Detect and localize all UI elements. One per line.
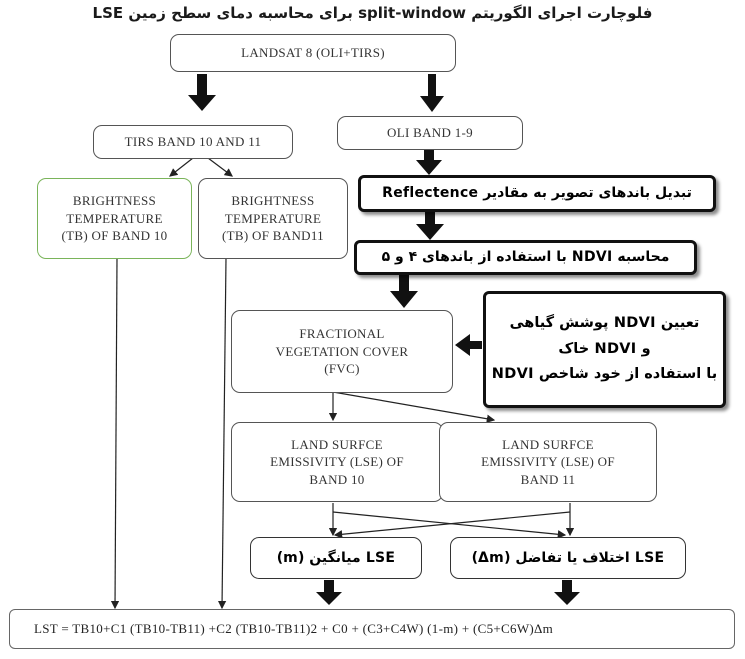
block-arrow-desc-fvc <box>455 334 482 356</box>
ndvi-desc-line2: و NDVI خاک <box>558 340 651 357</box>
reflectance-label: تبدیل باندهای تصویر به مقادیر Reflectenc… <box>382 185 692 202</box>
block-arrow-oli-reflect <box>416 150 442 175</box>
arrow-lse11-mean-b <box>333 511 571 539</box>
lse-diff-label: LSE اختلاف یا تفاضل (Δm) <box>471 549 665 566</box>
bt10-line1: BRIGHTNESS <box>72 193 157 209</box>
lse10-box: LAND SURFCE EMISSIVITY (LSE) OF BAND 10 <box>231 422 443 502</box>
lse11-line3: BAND 11 <box>520 471 576 487</box>
lse10-line2: EMISSIVITY (LSE) OF <box>270 454 404 470</box>
block-arrow-ndvi-fvc <box>390 275 418 308</box>
bt10-line2: TEMPERATURE <box>66 210 163 226</box>
lse-mean-label: LSE میانگین (m) <box>276 549 396 566</box>
block-arrow-left <box>188 74 216 111</box>
bt10-line3: (TB) OF BAND 10 <box>61 228 168 244</box>
fvc-line1: FRACTIONAL <box>299 326 385 342</box>
lse10-line1: LAND SURFCE <box>291 436 383 452</box>
arrow-tirs-bt11 <box>207 157 233 177</box>
ndvi-desc-line1: تعیین NDVI پوشش گیاهی <box>509 315 700 332</box>
ndvi-desc-box: تعیین NDVI پوشش گیاهی و NDVI خاک با استف… <box>483 291 726 408</box>
arrow-bt11-lst <box>217 257 227 610</box>
bt11-line2: TEMPERATURE <box>224 210 322 226</box>
landsat-box: LANDSAT 8 (OLI+TIRS) <box>170 34 456 72</box>
reflectance-box: تبدیل باندهای تصویر به مقادیر Reflectenc… <box>358 175 716 212</box>
tirs-box: TIRS BAND 10 AND 11 <box>93 125 293 159</box>
lse10-line3: BAND 10 <box>309 471 365 487</box>
block-arrow-diff-lst <box>554 580 580 605</box>
landsat-label: LANDSAT 8 (OLI+TIRS) <box>241 45 385 61</box>
ndvi-calc-box: محاسبه NDVI با استفاده از باندهای ۴ و ۵ <box>354 240 697 275</box>
lst-formula: LST = TB10+C1 (TB10-TB11) +C2 (TB10-TB11… <box>34 621 554 637</box>
block-arrow-right <box>420 74 444 112</box>
lse11-line2: EMISSIVITY (LSE) OF <box>481 454 615 470</box>
tirs-label: TIRS BAND 10 AND 11 <box>124 134 262 150</box>
oli-label: OLI BAND 1-9 <box>387 125 473 141</box>
lst-formula-box: LST = TB10+C1 (TB10-TB11) +C2 (TB10-TB11… <box>9 609 735 649</box>
lse-mean-box: LSE میانگین (m) <box>250 537 422 579</box>
thin-arrows <box>110 157 575 610</box>
lse11-line1: LAND SURFCE <box>502 436 594 452</box>
fvc-line3: (FVC) <box>324 361 360 377</box>
bt11-box: BRIGHTNESS TEMPERATURE (TB) OF BAND11 <box>198 178 348 259</box>
arrow-tirs-bt10 <box>169 157 194 177</box>
bt11-line1: BRIGHTNESS <box>231 193 315 209</box>
lse11-box: LAND SURFCE EMISSIVITY (LSE) OF BAND 11 <box>439 422 657 502</box>
flowchart-title: فلوچارت اجرای الگوریتم split-window برای… <box>92 4 653 22</box>
ndvi-calc-label: محاسبه NDVI با استفاده از باندهای ۴ و ۵ <box>381 249 670 266</box>
bt11-line3: (TB) OF BAND11 <box>222 228 324 244</box>
arrow-bt10-lst <box>110 257 120 610</box>
block-arrow-reflect-ndvi <box>416 212 444 240</box>
bt10-box: BRIGHTNESS TEMPERATURE (TB) OF BAND 10 <box>37 178 192 259</box>
oli-box: OLI BAND 1-9 <box>337 116 523 150</box>
ndvi-desc-line3: با استفاده از خود شاخص NDVI <box>491 366 718 383</box>
fvc-line2: VEGETATION COVER <box>275 343 409 359</box>
lse-diff-box: LSE اختلاف یا تفاضل (Δm) <box>450 537 686 579</box>
block-arrows <box>188 74 580 605</box>
block-arrow-mean-lst <box>316 580 342 605</box>
fvc-box: FRACTIONAL VEGETATION COVER (FVC) <box>231 310 453 393</box>
arrow-fvc-lse11 <box>332 391 496 423</box>
